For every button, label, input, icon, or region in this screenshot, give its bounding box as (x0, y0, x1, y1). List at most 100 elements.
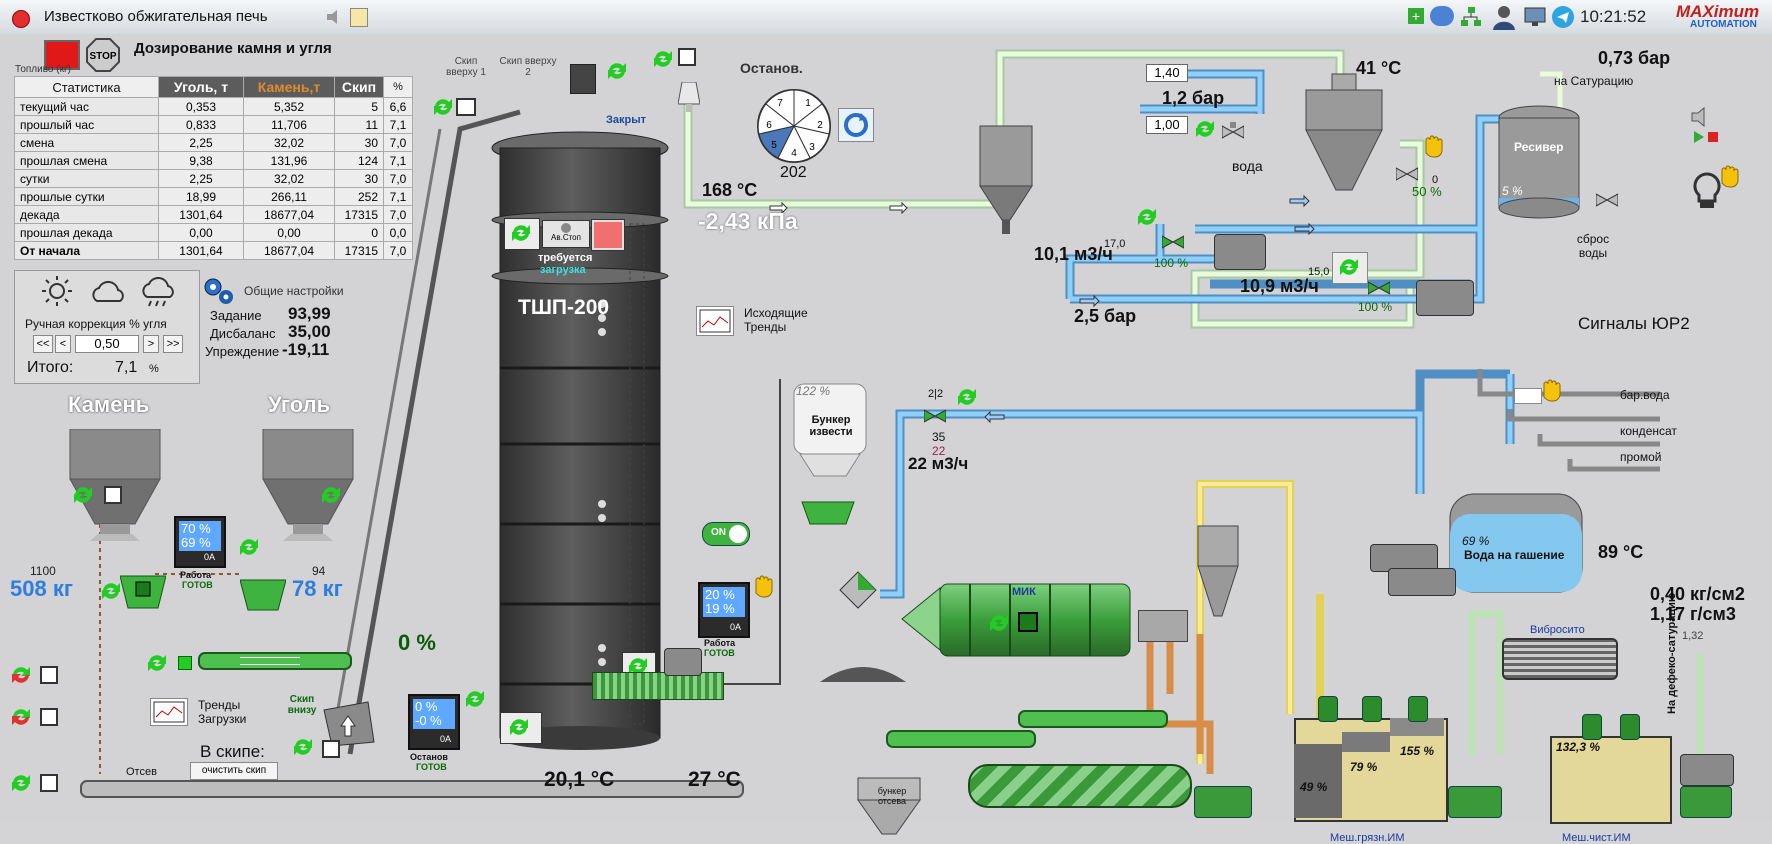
stats-header: % (383, 76, 413, 98)
trends-load-label[interactable]: Тренды Загрузки (198, 698, 247, 726)
hand-icon[interactable] (752, 574, 774, 598)
coal-feed-refresh-icon[interactable] (318, 482, 344, 513)
decrease-button[interactable]: < (55, 335, 71, 353)
pressure-set-1-input[interactable]: 1,40 (1146, 64, 1188, 82)
vibro-screen[interactable] (1502, 638, 1618, 680)
top-mode-icon[interactable] (678, 48, 696, 66)
row-label: текущий час (14, 97, 159, 116)
middle-conveyor-2[interactable] (886, 730, 1036, 748)
on-toggle[interactable]: ON (702, 522, 750, 546)
stone-mode-icon[interactable] (104, 486, 122, 504)
scale-display[interactable]: 70 % 69 % 0А (174, 516, 226, 568)
middle-conveyor-1[interactable] (1018, 710, 1168, 728)
hand-icon[interactable] (1422, 134, 1444, 158)
outgoing-trends-icon[interactable] (696, 306, 734, 336)
mode-icon[interactable] (456, 98, 476, 116)
pressure-set-2-input[interactable]: 1,00 (1146, 116, 1188, 134)
skip-mode-icon[interactable] (322, 740, 340, 758)
stone-weigh-refresh-icon[interactable] (98, 578, 124, 609)
side-mode-icon-3[interactable] (40, 774, 58, 792)
drain-valve-icon[interactable] (1595, 190, 1619, 210)
stop-dial[interactable]: 1 2 3 4 5 6 7 (756, 88, 832, 164)
decrease-fast-button[interactable]: << (33, 335, 53, 353)
signals-label[interactable]: Сигналы ЮР2 (1578, 314, 1690, 333)
operator-icon[interactable] (1490, 4, 1518, 30)
red-indicator-button[interactable] (44, 40, 80, 70)
stop-button[interactable]: STOP (86, 38, 120, 72)
increase-button[interactable]: > (143, 335, 159, 353)
top-refresh-icon[interactable] (650, 46, 676, 77)
kiln-bottom-refresh-box[interactable] (500, 712, 542, 744)
feed-gauge[interactable]: 20 % 19 % 0А (698, 582, 750, 638)
clean-mixer-motor-2[interactable] (1620, 714, 1640, 740)
title-bar: Известково обжигательная печь + 10:21:52… (0, 0, 1772, 35)
flow1-valve-icon[interactable] (1161, 232, 1185, 250)
side-refresh-icon-1[interactable] (8, 662, 34, 693)
side-mode-icon-2[interactable] (40, 708, 58, 726)
lamp-icon[interactable] (1690, 170, 1724, 212)
refresh-icon[interactable] (430, 94, 456, 125)
speaker-icon[interactable] (325, 8, 341, 24)
clean-mixer-pump-2[interactable] (1680, 754, 1734, 786)
dirty-mixer-motor-2[interactable] (1362, 696, 1382, 722)
lime-flow-valve-icon[interactable] (923, 406, 947, 426)
clean-mixer-pump[interactable] (1680, 786, 1732, 818)
coal-refresh-icon[interactable] (236, 534, 262, 565)
hand-icon[interactable] (1718, 164, 1740, 188)
kiln-alarm-indicator[interactable] (591, 219, 625, 251)
clean-mixer-motor-1[interactable] (1582, 714, 1602, 740)
discharge-motor (664, 648, 702, 676)
notepad-icon[interactable] (350, 8, 368, 27)
side-refresh-icon-3[interactable] (8, 770, 34, 801)
stone-refresh-icon[interactable] (70, 482, 96, 513)
close-icon[interactable] (12, 10, 30, 28)
side-mode-icon-1[interactable] (40, 666, 58, 684)
dirty-mixer-pump[interactable] (1448, 786, 1502, 818)
kiln-refresh-box[interactable] (504, 218, 540, 250)
pct-cell: 7,0 (383, 169, 413, 188)
dirty-mixer-motor-1[interactable] (1318, 696, 1338, 722)
network-icon[interactable] (1460, 6, 1482, 28)
pump-2[interactable] (1416, 280, 1474, 316)
add-icon[interactable]: + (1408, 8, 1424, 24)
slaking-pump-2[interactable] (1388, 568, 1456, 596)
play-stop-icon[interactable] (1692, 130, 1722, 144)
side-refresh-icon-2[interactable] (8, 704, 34, 735)
skip-refresh-icon[interactable] (290, 734, 316, 765)
dirty-mixer-motor-3[interactable] (1408, 696, 1428, 722)
mik-refresh-icon[interactable] (986, 610, 1012, 641)
separator-valve-icon[interactable] (1395, 164, 1419, 184)
clock: 10:21:52 (1580, 7, 1647, 26)
correction-value-input[interactable]: 0,50 (75, 335, 139, 353)
stone-cell: 131,96 (243, 151, 335, 170)
increase-fast-button[interactable]: >> (163, 335, 183, 353)
mik-status-indicator[interactable] (1018, 612, 1038, 632)
stop-gauge-refresh-icon[interactable] (462, 686, 488, 717)
water-refresh-icon[interactable] (1192, 116, 1218, 147)
flow2-valve-icon[interactable] (1367, 278, 1391, 296)
skip-drive-refresh-icon[interactable] (604, 58, 630, 89)
slaking-inlet-valve[interactable] (1514, 388, 1542, 404)
clear-skip-button[interactable]: очистить скип (190, 762, 278, 780)
speaker-mute-icon[interactable] (1690, 106, 1714, 128)
screw-pump[interactable] (1194, 786, 1252, 818)
dosing-conveyor[interactable] (198, 652, 352, 670)
chat-icon[interactable] (1430, 6, 1454, 26)
hand-icon[interactable] (1540, 378, 1562, 402)
outgoing-trends-label[interactable]: Исходящие Тренды (744, 306, 808, 334)
lime-flow-refresh-icon[interactable] (954, 384, 980, 415)
dial-refresh-icon[interactable] (838, 108, 874, 142)
trends-load-icon[interactable] (150, 698, 188, 726)
flow1-refresh-icon[interactable] (1134, 204, 1160, 235)
conveyor-refresh-icon[interactable] (144, 650, 170, 681)
stop-gauge[interactable]: 0 % -0 % 0А (408, 694, 460, 750)
flow2-refresh-box[interactable] (1332, 252, 1368, 284)
siftings-conveyor[interactable] (80, 780, 744, 798)
gears-icon[interactable] (202, 276, 236, 304)
water-valve-icon[interactable] (1221, 122, 1245, 142)
settings-title[interactable]: Общие настройки (244, 284, 344, 298)
monitor-icon[interactable] (1524, 6, 1546, 28)
pump-1[interactable] (1214, 234, 1266, 270)
emergency-stop-button[interactable]: Ав.Стоп (542, 220, 590, 248)
telegram-icon[interactable] (1552, 6, 1574, 28)
